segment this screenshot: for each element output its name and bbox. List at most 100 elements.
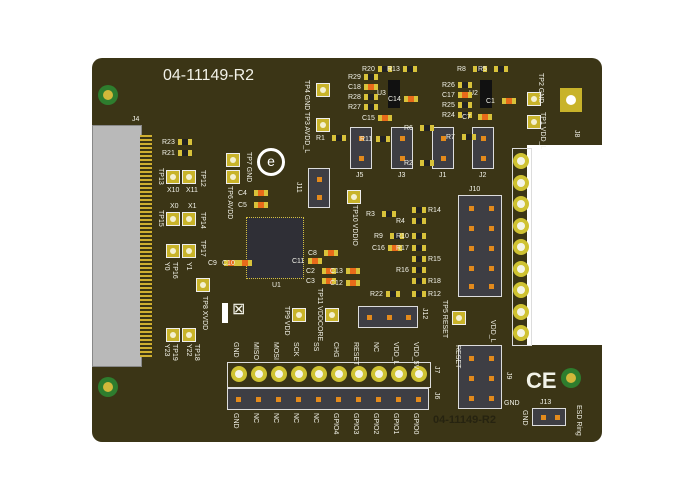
capacitor-c15 (378, 115, 392, 121)
testpoint-tp5[interactable] (452, 311, 466, 325)
part-label: R28 (348, 94, 361, 101)
board-title: 04-11149-R2 (163, 67, 255, 84)
logo-icon: e (257, 148, 285, 176)
header-j8[interactable] (512, 148, 532, 346)
jumper-j5[interactable] (350, 127, 372, 169)
label-tp19: TP19 (171, 344, 178, 361)
jumper-j13[interactable] (532, 408, 566, 426)
testpoint-tp4[interactable] (316, 83, 330, 97)
part-label: R22 (370, 291, 383, 298)
header-j9[interactable] (458, 345, 502, 409)
header-j10[interactable] (458, 195, 502, 297)
label-tp7: TP7 GND (245, 152, 252, 183)
label-tp1: TP1 VDD_L (539, 112, 546, 150)
header-pin (376, 397, 381, 402)
resistor-r18 (412, 278, 426, 284)
testpoint-tp14[interactable] (182, 212, 196, 226)
testpoint-tp16[interactable] (166, 244, 180, 258)
resistor-r29 (364, 74, 378, 80)
j6-pin-label: GPIO4 (332, 413, 339, 435)
j6-pin-label: GPIO1 (392, 413, 399, 435)
header-pin (513, 282, 529, 298)
part-label: R2 (404, 160, 413, 167)
mounting-pad (560, 88, 582, 112)
part-label: R3 (366, 211, 375, 218)
mounting-hole (561, 368, 581, 388)
header-pin (396, 397, 401, 402)
header-pin (316, 397, 321, 402)
testpoint-tp18[interactable] (182, 328, 196, 342)
part-label: R17 (396, 245, 409, 252)
label-tp10: TP10 VDDIO (351, 205, 358, 246)
jumper-j1[interactable] (432, 127, 454, 169)
board-bottom-title: 04-11149-R2 (433, 414, 496, 426)
testpoint-tp17[interactable] (182, 244, 196, 258)
part-label: R1 (316, 135, 325, 142)
label-j9-reset: RESET (454, 345, 461, 369)
chip-u2 (480, 80, 492, 108)
resistor-r16 (412, 267, 426, 273)
label-j12: J12 (421, 308, 428, 320)
capacitor-c17 (458, 92, 472, 98)
testpoint-tp15[interactable] (166, 212, 180, 226)
part-label: C8 (308, 250, 317, 257)
label-j11: J11 (295, 182, 302, 193)
testpoint-tp6[interactable] (226, 170, 240, 184)
testpoint-tp19[interactable] (166, 328, 180, 342)
label-j7: J7 (433, 366, 440, 374)
testpoint-tp9[interactable] (292, 308, 306, 322)
part-label: R10 (396, 233, 409, 240)
testpoint-tp13[interactable] (166, 170, 180, 184)
label-j6: J6 (433, 392, 440, 400)
j6-pin-label: NC (252, 413, 259, 424)
resistor-r4 (412, 218, 426, 224)
fpc-connector-j4[interactable] (92, 125, 142, 367)
part-label: C3 (306, 278, 315, 285)
testpoint-tp7[interactable] (226, 153, 240, 167)
header-pin (331, 366, 347, 382)
capacitor-c7 (478, 114, 492, 120)
part-label: C12 (330, 280, 343, 287)
jumper-j11[interactable] (308, 168, 330, 208)
capacitor-c3 (322, 278, 336, 284)
part-label: C5 (238, 202, 247, 209)
header-pin (411, 366, 427, 382)
weee-bar (222, 303, 228, 323)
testpoint-tp3[interactable] (316, 118, 330, 132)
label-j5: J5 (356, 172, 364, 179)
jumper-j3[interactable] (391, 127, 413, 169)
header-pin (513, 196, 529, 212)
mounting-hole (98, 377, 118, 397)
j6-pin-label: GPIO3 (352, 413, 359, 435)
testpoint-tp1[interactable] (527, 115, 541, 129)
header-j6[interactable] (227, 388, 429, 410)
resistor-r28 (364, 94, 378, 100)
capacitor-c11 (308, 258, 322, 264)
j7-pin-label: VDD_L (392, 342, 399, 365)
part-label: R11 (360, 136, 373, 143)
jumper-j2[interactable] (472, 127, 494, 169)
resistor-r10 (412, 233, 426, 239)
resistor-r5 (494, 66, 508, 72)
testpoint-tp11[interactable] (325, 308, 339, 322)
resistor-r3 (382, 211, 396, 217)
part-label: R12 (428, 291, 441, 298)
ce-mark: CE (526, 368, 557, 393)
header-pin (391, 366, 407, 382)
testpoint-tp8[interactable] (196, 278, 210, 292)
resistor-r14 (412, 207, 426, 213)
label-j13-gnd: GND (521, 410, 528, 426)
resistor-r17 (412, 245, 426, 251)
testpoint-tp12[interactable] (182, 170, 196, 184)
label-j10: J10 (469, 186, 481, 193)
label-tp14: TP14 (199, 212, 206, 229)
header-pin (291, 366, 307, 382)
testpoint-tp10[interactable] (347, 190, 361, 204)
j7-pin-label: MISO (252, 342, 259, 360)
label-x10: X10 (167, 187, 180, 194)
mounting-hole (98, 85, 118, 105)
label-tp9: TP9 VDD (283, 306, 290, 336)
jumper-j12[interactable] (358, 306, 418, 328)
header-j7[interactable] (227, 362, 431, 388)
testpoint-tp2[interactable] (527, 92, 541, 106)
